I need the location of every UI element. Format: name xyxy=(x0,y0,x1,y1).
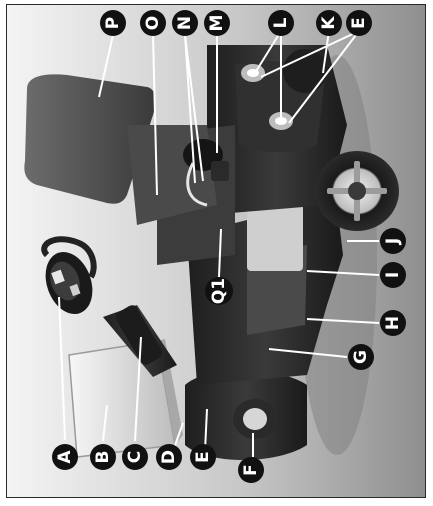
label-badge-d: D xyxy=(156,444,182,470)
leader-lines xyxy=(58,30,380,457)
svg-text:N: N xyxy=(175,16,195,30)
svg-text:F: F xyxy=(241,464,261,476)
side-panel xyxy=(247,191,303,271)
label-badge-c: C xyxy=(122,444,148,470)
svg-text:B: B xyxy=(93,451,113,464)
rear-wheel-far xyxy=(283,49,327,93)
label-badge-l: L xyxy=(268,10,294,36)
handlebar-console xyxy=(41,236,97,314)
scooter-diagram: A B C D E F G xyxy=(7,5,425,497)
svg-text:Q1: Q1 xyxy=(209,278,229,304)
rear-wheel xyxy=(315,151,399,231)
label-badge-e-front: E xyxy=(190,444,216,470)
svg-text:G: G xyxy=(351,350,371,364)
svg-text:I: I xyxy=(383,272,403,278)
tiller-shroud xyxy=(115,305,163,365)
label-badge-h: H xyxy=(380,310,406,336)
label-badge-n: N xyxy=(172,10,198,36)
label-badge-m: M xyxy=(204,10,230,36)
svg-text:C: C xyxy=(125,451,145,463)
label-badge-k: K xyxy=(316,10,342,36)
seat-back xyxy=(24,74,156,204)
label-badge-i: I xyxy=(380,262,406,288)
svg-text:J: J xyxy=(383,238,403,245)
svg-text:D: D xyxy=(159,450,179,464)
svg-text:H: H xyxy=(383,316,403,330)
label-badge-p: P xyxy=(100,10,126,36)
label-badge-q1: Q1 xyxy=(205,277,233,305)
rear-light-lower xyxy=(269,112,293,130)
svg-text:P: P xyxy=(103,17,123,29)
svg-text:L: L xyxy=(271,17,291,28)
svg-text:E: E xyxy=(193,451,213,463)
svg-text:E: E xyxy=(349,17,369,29)
label-badge-a: A xyxy=(52,444,78,470)
rear-light-upper xyxy=(241,64,265,82)
front-wheel xyxy=(233,399,277,439)
label-badge-b: B xyxy=(90,444,116,470)
svg-text:K: K xyxy=(319,16,339,30)
label-badge-j: J xyxy=(380,228,406,254)
label-badge-o: O xyxy=(140,10,166,36)
svg-text:A: A xyxy=(55,450,75,464)
svg-text:O: O xyxy=(143,16,163,30)
label-badge-e-rear: E xyxy=(346,10,372,36)
diagram-frame: A B C D E F G xyxy=(6,4,426,498)
label-badge-f: F xyxy=(238,457,264,483)
label-badge-g: G xyxy=(348,344,374,370)
svg-text:M: M xyxy=(207,15,227,32)
